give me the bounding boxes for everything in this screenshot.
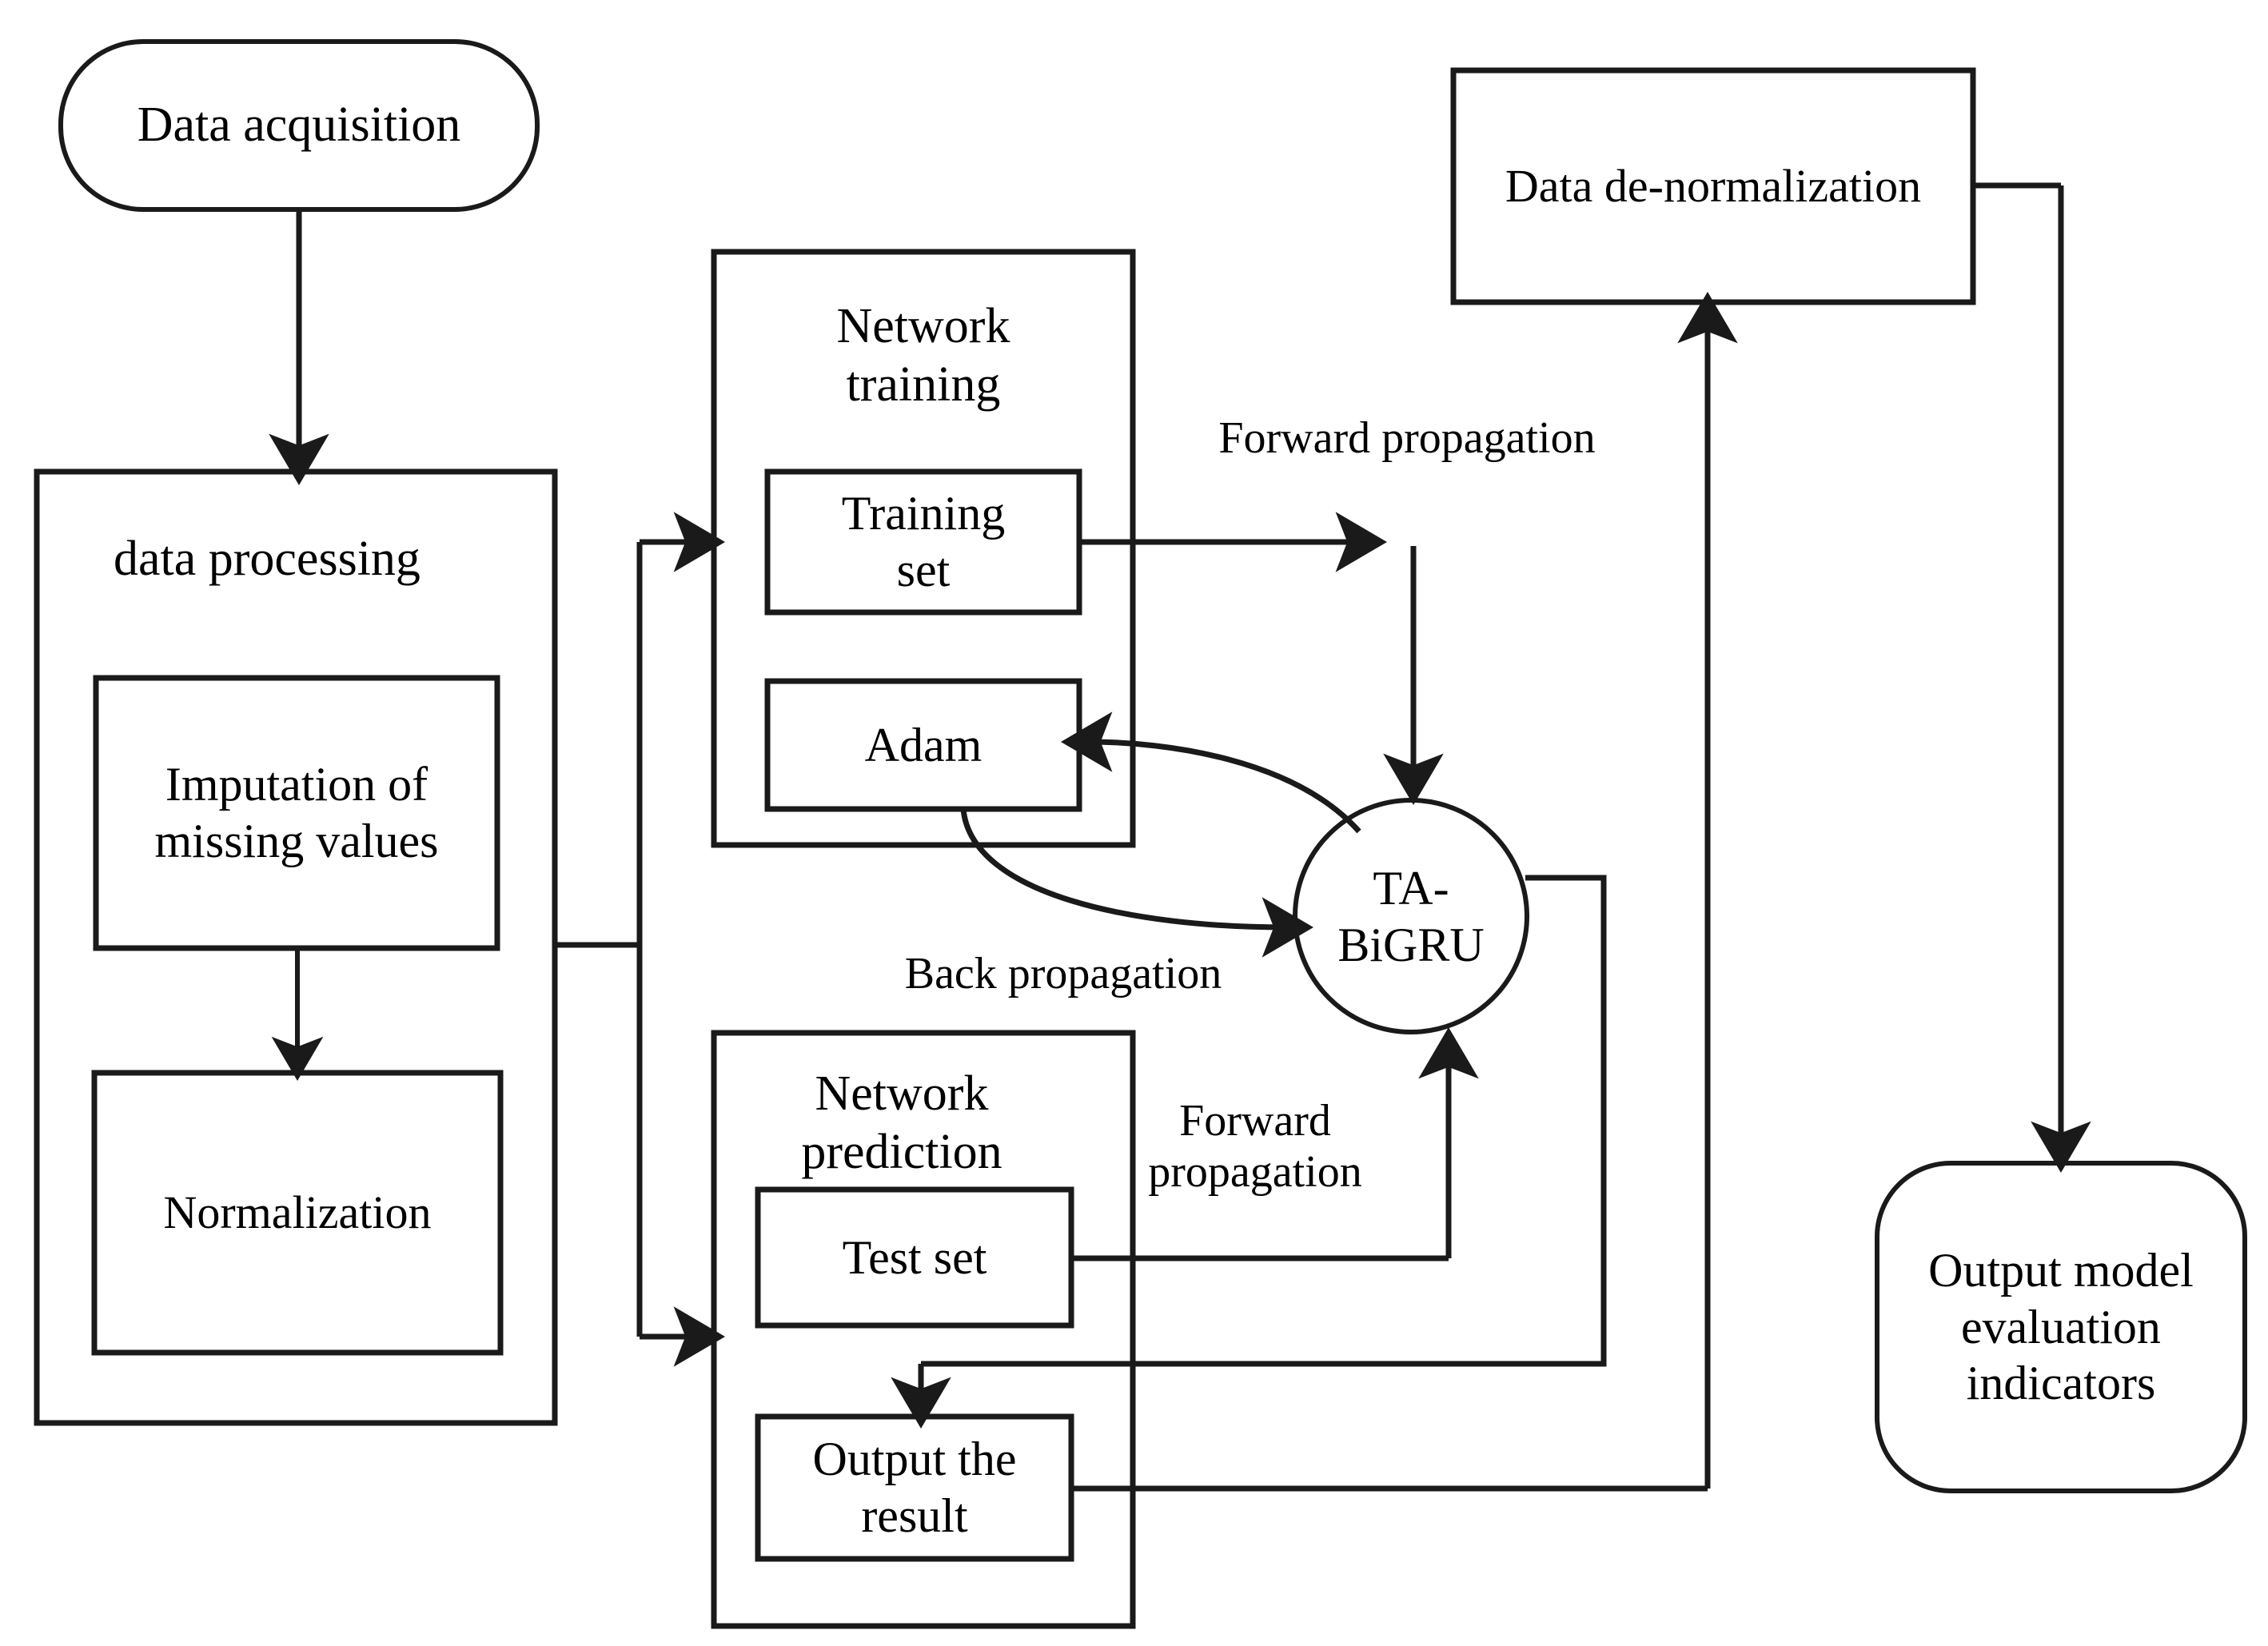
node-shapes — [34, 39, 2247, 1629]
connector-lines — [269, 182, 2091, 1492]
edge-label-back-propagation: Back propagation — [904, 949, 1222, 998]
shape-normalization — [91, 1070, 504, 1356]
shape-output-the-result — [755, 1413, 1074, 1562]
shape-adam — [764, 678, 1082, 812]
shape-ta-bigru — [1293, 798, 1529, 1034]
shape-test-set — [755, 1186, 1074, 1329]
edge-bigru-to-adam — [1060, 711, 1361, 834]
shape-output-model-evaluation — [1875, 1161, 2247, 1493]
shape-imputation — [93, 675, 500, 951]
edge-adam-to-bigru — [960, 808, 1314, 958]
edge-label-forward-propagation-bottom: Forward propagation — [1148, 1096, 1362, 1198]
edge-bigru-to-output-result — [921, 875, 1607, 1367]
shape-training-set — [764, 468, 1082, 616]
shape-data-acquisition — [58, 39, 540, 212]
shape-data-denormalization — [1450, 67, 1976, 305]
edge-label-forward-propagation-top: Forward propagation — [1218, 413, 1596, 463]
